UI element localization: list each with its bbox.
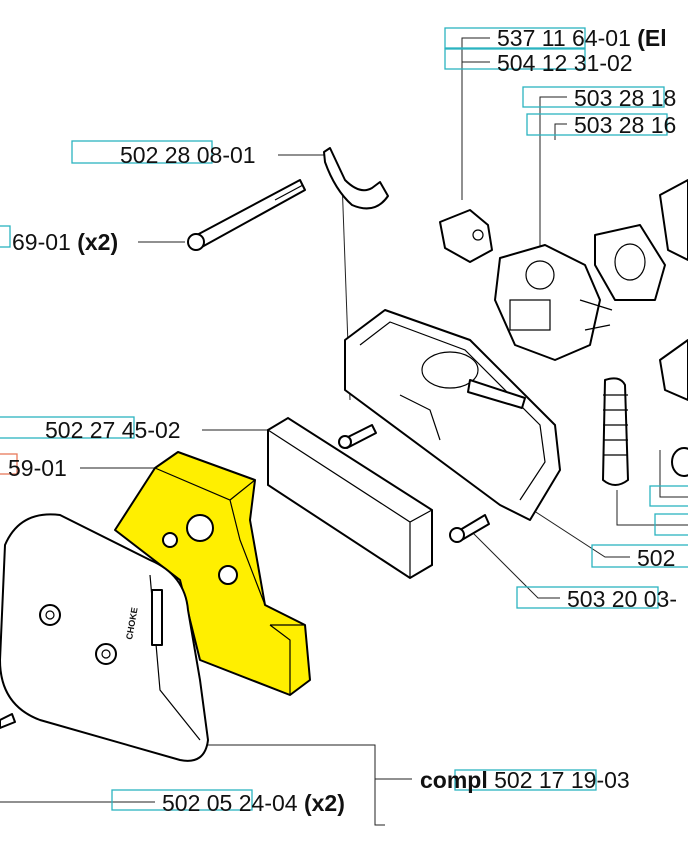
part-number-label[interactable]: 69-01 (x2) xyxy=(12,229,118,255)
clip-part xyxy=(439,209,493,263)
part-number-label[interactable]: compl 502 17 19-03 xyxy=(420,767,630,793)
cover-part: CHOKE xyxy=(0,513,209,762)
bracket-part xyxy=(323,147,389,210)
gasket-part xyxy=(594,179,688,301)
screws-part xyxy=(0,424,490,729)
part-number-label[interactable]: 59-01 xyxy=(8,455,67,481)
right-parts xyxy=(602,339,688,486)
bolt-part xyxy=(187,179,306,251)
carburetor-part xyxy=(494,244,613,361)
part-number-label[interactable]: 503 20 03- xyxy=(567,586,677,612)
part-number-label[interactable]: 503 28 16 xyxy=(574,112,676,138)
part-number-label[interactable]: 504 12 31-02 xyxy=(497,50,633,76)
part-number-label[interactable]: 503 28 18 xyxy=(574,85,676,111)
part-labels: 537 11 64-01 (El 504 12 31-02 503 28 18 … xyxy=(8,25,677,816)
part-number-label[interactable]: 502 xyxy=(637,545,675,571)
air-filter-housing-part xyxy=(344,309,561,521)
highlighted-filter-part xyxy=(114,451,311,696)
part-number-label[interactable]: 502 27 45-02 xyxy=(45,417,181,443)
foam-filter-part xyxy=(267,416,433,580)
part-number-label[interactable]: 502 05 24-04 (x2) xyxy=(162,790,345,816)
part-number-label[interactable]: 502 28 08-01 xyxy=(120,142,256,168)
label-boxes xyxy=(0,27,688,811)
part-number-label[interactable]: 537 11 64-01 (El xyxy=(497,25,667,51)
